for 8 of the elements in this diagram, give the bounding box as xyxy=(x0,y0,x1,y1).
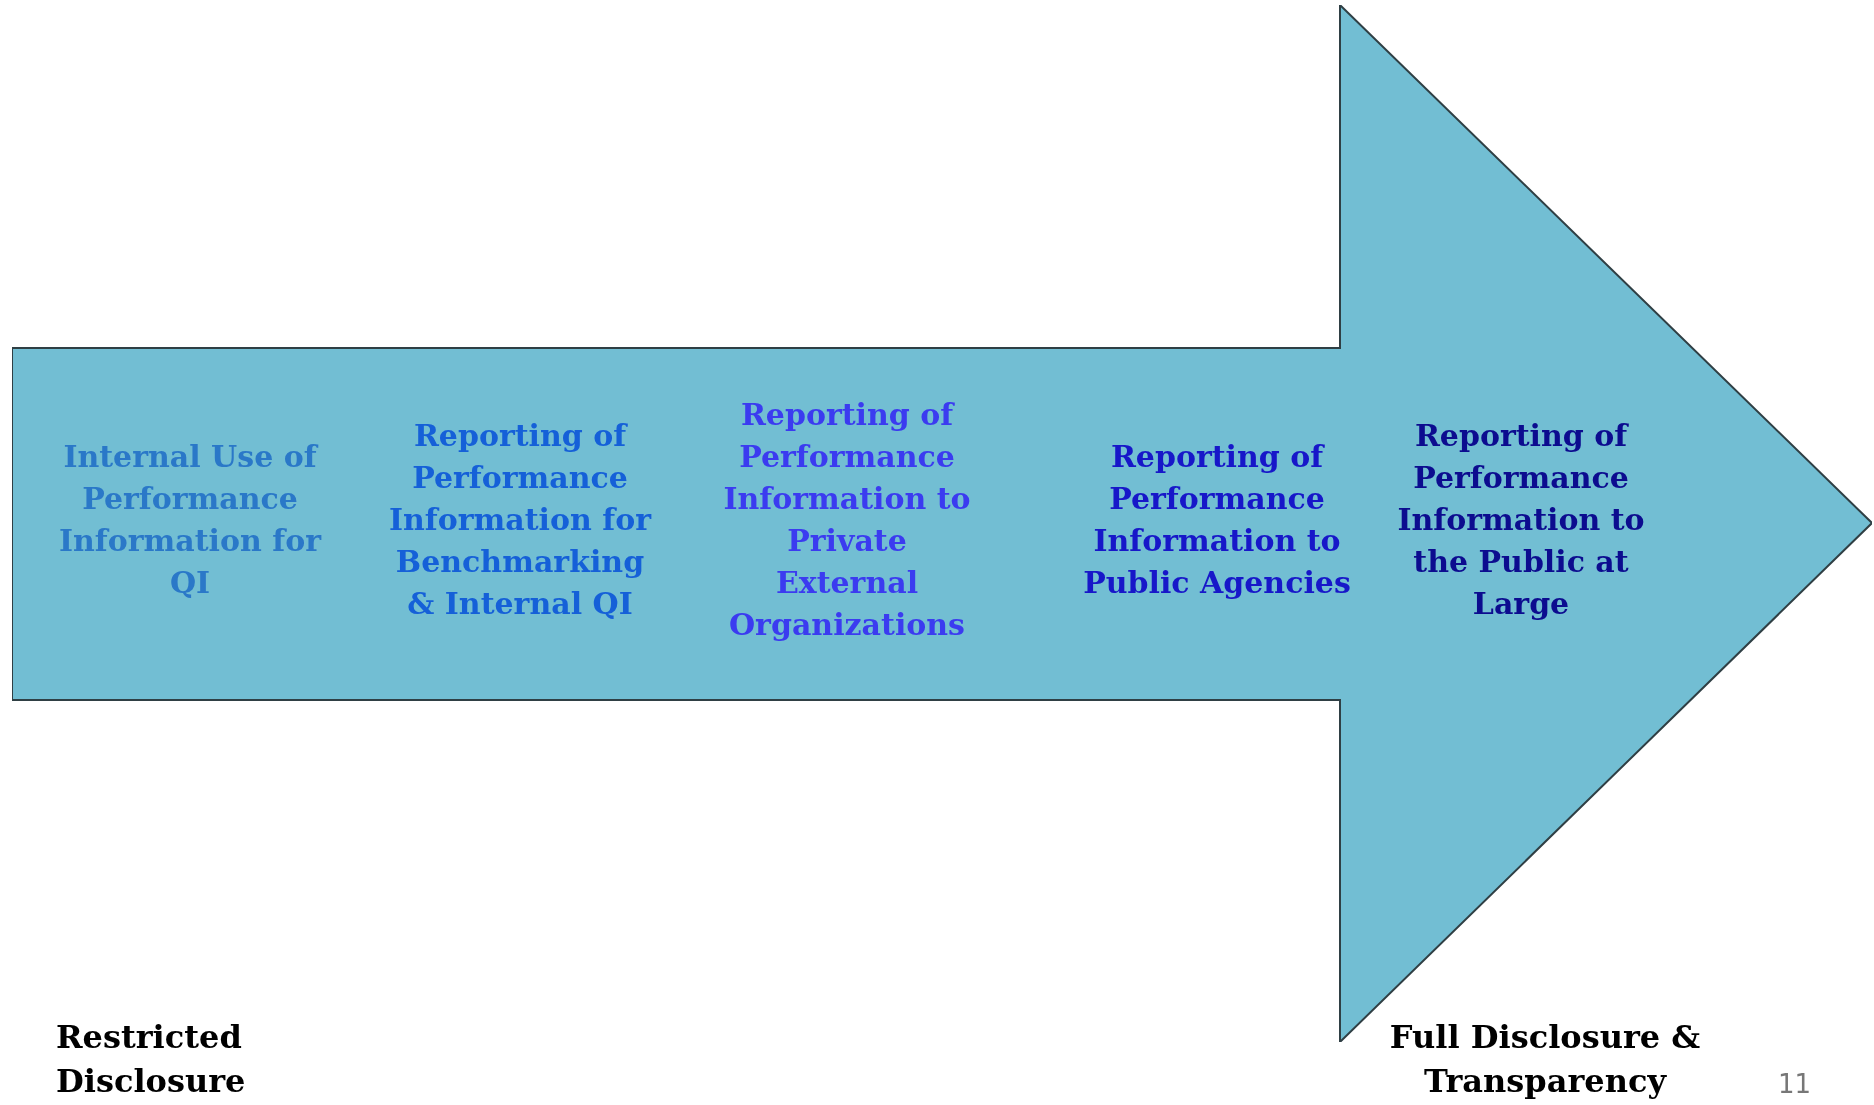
stage-text: Reporting of Performance Information to the Public at Large xyxy=(1396,417,1646,623)
stage-text: Reporting of Performance Information for Benchmarking & Internal QI xyxy=(388,417,653,623)
stage-text: Reporting of Performance Information to Public Agencies xyxy=(1082,438,1352,602)
scale-end-label: Full Disclosure & Transparency xyxy=(1388,1017,1702,1102)
stage-text: Internal Use of Performance Information for QI xyxy=(58,438,323,602)
stage-text: Reporting of Performance Information to Private External Organizations xyxy=(722,396,972,644)
page-number: 11 xyxy=(1778,1068,1812,1101)
scale-end-label: Restricted Disclosure xyxy=(56,1017,247,1102)
